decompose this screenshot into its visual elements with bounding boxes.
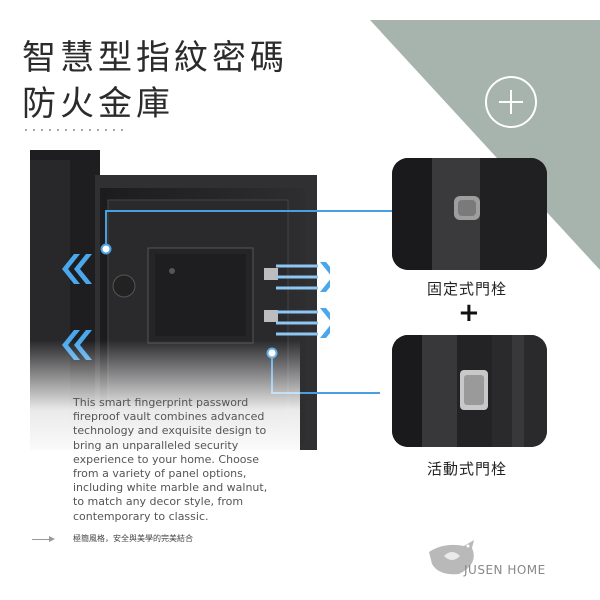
tagline: 極簡風格，安全與美學的完美結合 xyxy=(73,534,193,543)
dotted-divider xyxy=(22,127,124,133)
arrow-right-icon xyxy=(49,536,55,542)
title-line-2: 防火金庫 xyxy=(22,84,174,124)
product-description: This smart fingerprint password fireproo… xyxy=(73,396,268,523)
plus-circle-icon[interactable] xyxy=(485,76,537,128)
connector-lines xyxy=(330,210,392,394)
movable-bolt-detail-image xyxy=(392,335,547,447)
plus-sign: + xyxy=(458,298,480,328)
title-line-1: 智慧型指紋密碼 xyxy=(22,38,288,78)
text-fade-overlay xyxy=(0,340,300,540)
fixed-bolt-caption: 固定式門栓 xyxy=(427,280,508,298)
movable-bolt-caption: 活動式門栓 xyxy=(427,460,508,478)
fixed-bolt-detail-image xyxy=(392,158,547,270)
brand-name: JUSEN HOME xyxy=(464,563,546,577)
bird-logo-icon xyxy=(429,540,474,575)
arrow-line xyxy=(32,539,52,540)
